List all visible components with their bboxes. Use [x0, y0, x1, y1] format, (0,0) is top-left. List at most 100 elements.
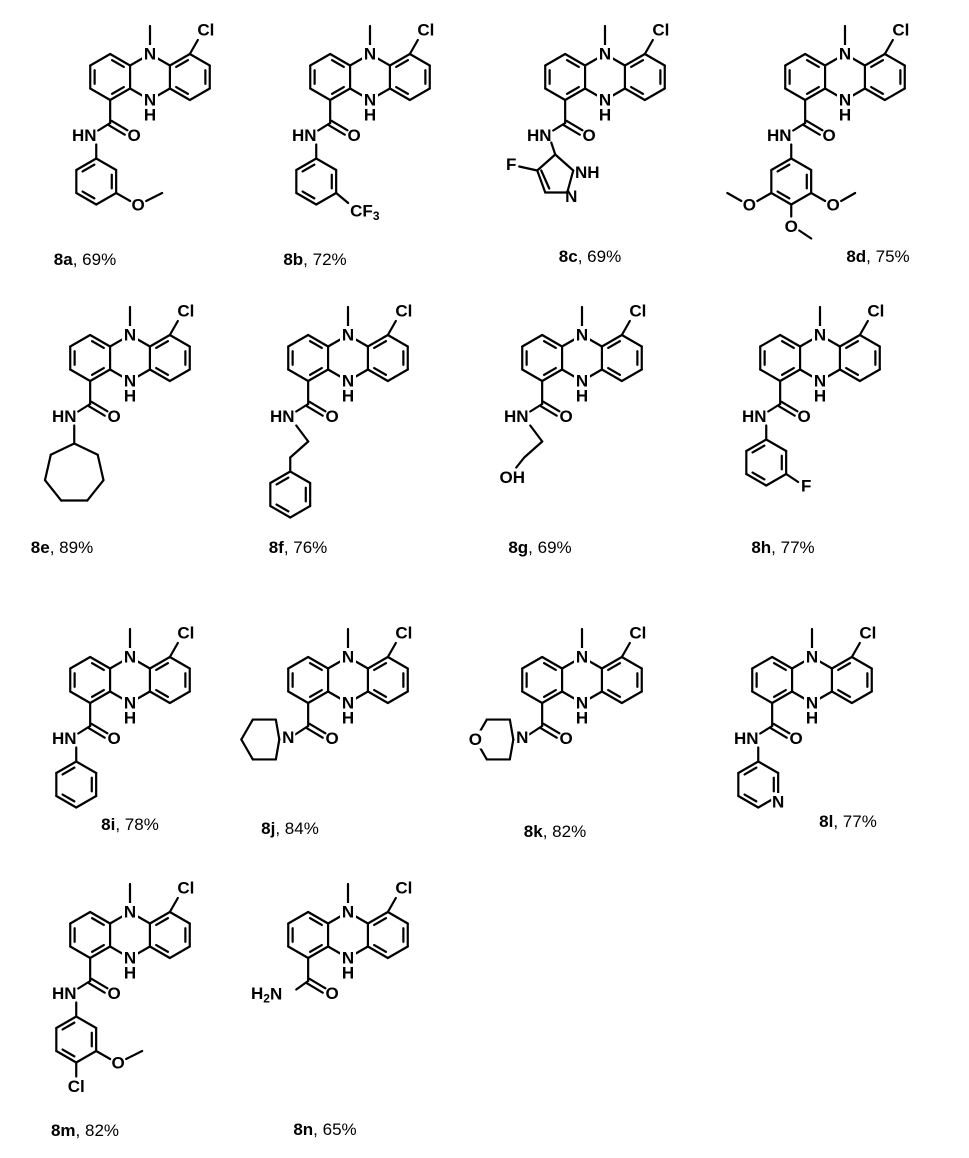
- label-mask: [804, 648, 820, 666]
- amide-c-n-bond: [77, 979, 92, 990]
- o-methyl-bond: [840, 191, 857, 203]
- right-ring-bond: [386, 945, 409, 960]
- right-ring-bond: [366, 690, 389, 705]
- n10-atom: N: [342, 903, 354, 922]
- chlorine-atom: Cl: [867, 302, 884, 321]
- left-ring-bond: [109, 52, 132, 67]
- right-ring-bond: [148, 945, 171, 960]
- left-ring-bond: [309, 52, 332, 67]
- amide-c-n-bond: [529, 402, 544, 413]
- c-cl-bond: [408, 38, 419, 56]
- left-ring-inner-bond: [805, 85, 820, 95]
- o-methyl-bond: [798, 229, 813, 240]
- amide-nh-atom: HN: [734, 729, 759, 748]
- amide-c-n-bond: [317, 121, 332, 132]
- carbonyl-double-bond: [110, 119, 129, 132]
- n5-atom: N: [839, 91, 851, 110]
- right-ring-bond: [620, 690, 643, 705]
- left-ring-bond: [89, 945, 112, 960]
- chlorine-atom: Cl: [177, 624, 194, 643]
- aryl-ring-bond: [295, 191, 318, 206]
- n5-h-atom: H: [364, 106, 376, 125]
- n10-atom: N: [599, 45, 611, 64]
- aryl-ring-inner-bond: [751, 471, 766, 481]
- carbonyl-double-bond: [90, 722, 109, 735]
- chlorine-atom: Cl: [629, 302, 646, 321]
- right-ring-bond: [850, 690, 873, 705]
- left-ring-bond: [521, 333, 544, 348]
- carbonyl-double-bond: [87, 405, 106, 417]
- left-ring-bond: [89, 52, 112, 67]
- carbonyl-oxygen-atom: O: [325, 729, 338, 748]
- right-ring-inner-bond: [373, 917, 388, 927]
- left-ring-bond: [287, 910, 310, 925]
- n5-atom: N: [599, 91, 611, 110]
- right-ring-inner-bond: [870, 59, 885, 69]
- right-ring-inner-bond: [155, 366, 170, 376]
- left-ring-inner-bond: [308, 917, 323, 927]
- carbonyl-oxygen-atom: O: [347, 126, 360, 145]
- right-ring-bond: [168, 368, 191, 383]
- o-methyl-bond: [145, 191, 164, 203]
- left-ring-bond: [89, 368, 112, 383]
- compound-caption: 8h, 77%: [751, 538, 814, 557]
- n5-atom: N: [124, 949, 136, 968]
- c-o-bond: [95, 1049, 112, 1061]
- compound-yield: , 72%: [303, 250, 346, 269]
- phenyl-ring-bond: [289, 470, 312, 485]
- left-ring-bond: [804, 87, 827, 102]
- c-cl-bond: [850, 641, 861, 659]
- carbonyl-oxygen-atom: O: [797, 407, 810, 426]
- right-ring-inner-bond: [395, 85, 410, 95]
- left-ring-bond: [564, 87, 587, 102]
- right-ring-bond: [168, 945, 191, 960]
- right-ring-inner-bond: [373, 366, 388, 376]
- right-ring-bond: [600, 655, 623, 670]
- left-ring-bond: [521, 368, 544, 383]
- right-ring-bond: [148, 910, 171, 925]
- carbonyl-double-bond: [90, 977, 109, 990]
- right-ring-bond: [838, 333, 861, 348]
- left-ring-bond: [69, 910, 92, 925]
- c-o-bond: [515, 456, 526, 469]
- chlorine-atom: Cl: [395, 879, 412, 898]
- amide-nh-atom: HN: [527, 126, 552, 145]
- compound-caption: 8m, 82%: [51, 1121, 119, 1140]
- pyrazole-nh-atom: NH: [575, 163, 600, 182]
- compound-caption: 8d, 75%: [846, 247, 909, 266]
- left-ring-bond: [287, 368, 310, 383]
- right-ring-bond: [643, 52, 666, 67]
- label-mask: [812, 326, 828, 344]
- compound-id: 8h: [751, 538, 771, 557]
- aryl-ring-bond: [75, 191, 98, 206]
- right-ring-bond: [168, 52, 191, 67]
- n5-atom: N: [814, 372, 826, 391]
- c-cl-bond: [858, 319, 869, 337]
- compound-caption: 8c, 69%: [559, 247, 621, 266]
- right-ring-bond: [600, 333, 623, 348]
- aryl-ring-bond: [315, 191, 338, 206]
- left-ring-bond: [69, 945, 92, 960]
- aryl-ring-inner-bond: [61, 1021, 76, 1031]
- carbonyl-oxygen-atom: O: [325, 407, 338, 426]
- left-ring-inner-bond: [805, 59, 820, 69]
- carbonyl-oxygen-atom: O: [325, 984, 338, 1003]
- label-mask: [812, 371, 828, 399]
- compound-caption: 8b, 72%: [283, 250, 346, 269]
- carbonyl-double-bond: [562, 124, 581, 136]
- label-mask: [122, 371, 138, 399]
- cycloheptyl-bond: [96, 453, 105, 482]
- carbonyl-double-bond: [87, 727, 106, 739]
- aryl-ring-inner-bond: [61, 1048, 76, 1058]
- n5-atom: N: [342, 949, 354, 968]
- right-ring-inner-bond: [373, 340, 388, 350]
- right-ring-bond: [850, 655, 873, 670]
- right-ring-bond: [386, 333, 409, 348]
- n5-h-atom: H: [342, 709, 354, 728]
- carbonyl-double-bond: [107, 124, 126, 136]
- c-cl-bond: [168, 319, 179, 337]
